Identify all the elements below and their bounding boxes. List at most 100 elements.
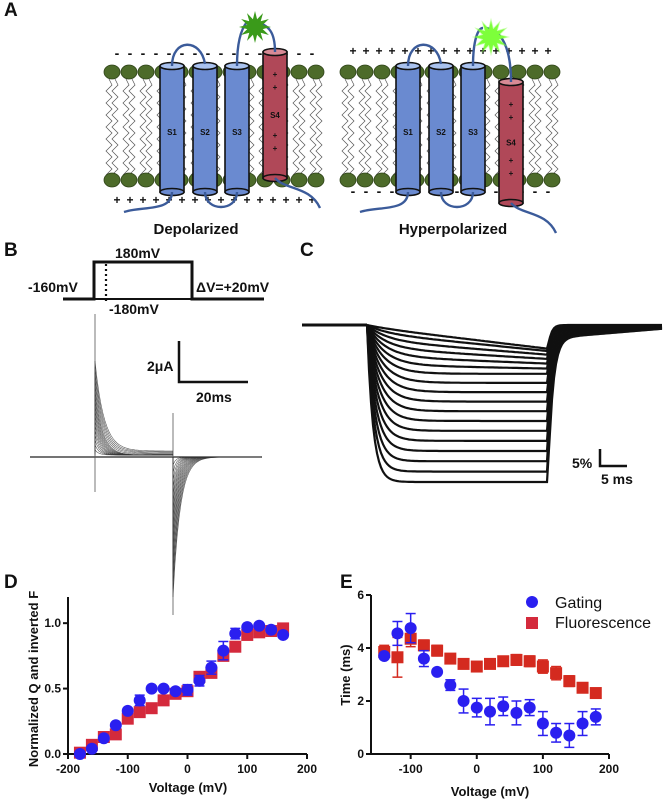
s4-charge: + bbox=[273, 144, 278, 153]
legend-gating-label: Gating bbox=[555, 595, 602, 612]
membrane-charge: + bbox=[505, 44, 512, 58]
membrane-charge: + bbox=[479, 44, 486, 58]
data-point-square bbox=[109, 728, 122, 741]
membrane-charge: + bbox=[282, 193, 289, 207]
lipid-tail bbox=[534, 78, 542, 176]
lipid-tail bbox=[545, 78, 553, 176]
data-point-circle bbox=[523, 701, 536, 714]
lipid-tail bbox=[528, 78, 536, 176]
data-point-square bbox=[550, 667, 563, 680]
data-point-circle bbox=[277, 628, 290, 641]
membrane-charge: + bbox=[440, 44, 447, 58]
chart-e-x-label: Voltage (mV) bbox=[451, 784, 530, 799]
data-point-square bbox=[536, 660, 549, 673]
data-point-circle bbox=[457, 695, 470, 707]
membrane-charge: + bbox=[349, 44, 356, 58]
data-point-circle bbox=[97, 732, 110, 745]
lipid-tail bbox=[128, 78, 136, 176]
data-point-circle bbox=[169, 685, 182, 698]
lipid-head bbox=[103, 172, 121, 188]
panel-b-letter: B bbox=[4, 240, 18, 261]
data-point-square bbox=[510, 653, 523, 666]
data-point-circle bbox=[205, 661, 218, 674]
membrane-charge: + bbox=[308, 193, 315, 207]
data-point-circle bbox=[229, 627, 242, 640]
n-terminus bbox=[359, 191, 410, 214]
membrane-charge: - bbox=[533, 183, 538, 199]
lipid-head bbox=[339, 172, 357, 188]
lipid-head bbox=[526, 64, 544, 80]
fluorophore-star-icon bbox=[475, 21, 507, 53]
data-point-square bbox=[457, 657, 470, 670]
x-tick-label: 100 bbox=[533, 762, 553, 776]
chart-e-y-label: Time (ms) bbox=[338, 644, 353, 705]
membrane-charge: + bbox=[492, 44, 499, 58]
helix-label: S4 bbox=[270, 111, 280, 120]
data-point-square bbox=[589, 687, 602, 700]
membrane-charge: + bbox=[295, 193, 302, 207]
membrane-charge: - bbox=[258, 45, 263, 61]
membrane-charge: - bbox=[364, 183, 369, 199]
membrane-charge: + bbox=[453, 44, 460, 58]
data-point-square bbox=[576, 681, 589, 694]
chart-e-marks bbox=[378, 612, 602, 749]
membrane-charge: - bbox=[455, 183, 460, 199]
lipid-head bbox=[137, 64, 155, 80]
helix-s4 bbox=[262, 51, 288, 179]
s4-charge: + bbox=[273, 70, 278, 79]
helix-label: S1 bbox=[403, 128, 413, 137]
legend-fluorescence-label: Fluorescence bbox=[555, 615, 651, 632]
helix-label: S3 bbox=[468, 128, 478, 137]
chart-d-marks bbox=[73, 619, 290, 760]
membrane-charge: - bbox=[115, 45, 120, 61]
membrane-charge: - bbox=[180, 45, 185, 61]
panel-e-letter: E bbox=[340, 572, 353, 593]
x-tick-label: 200 bbox=[599, 762, 619, 776]
lipid-tail bbox=[139, 78, 147, 176]
data-point-circle bbox=[470, 701, 483, 714]
data-point-circle bbox=[145, 682, 158, 695]
lipid-tail bbox=[315, 78, 323, 176]
data-point-square bbox=[497, 655, 510, 668]
membrane-charge: - bbox=[351, 183, 356, 199]
lipid-tail bbox=[341, 78, 349, 176]
membrane-charge: - bbox=[390, 183, 395, 199]
data-point-circle bbox=[241, 621, 254, 634]
lipid-head bbox=[120, 64, 138, 80]
membrane-charge: + bbox=[414, 44, 421, 58]
fluorophore-star-icon bbox=[239, 11, 271, 43]
x-tick-label: -100 bbox=[399, 762, 423, 776]
data-point-square bbox=[484, 657, 496, 670]
membrane-charge: - bbox=[206, 45, 211, 61]
data-point-square bbox=[145, 702, 158, 715]
s4-charge: + bbox=[509, 100, 514, 109]
data-point-circle bbox=[121, 704, 134, 717]
membrane-charge: + bbox=[388, 44, 395, 58]
helix-label: S2 bbox=[200, 128, 210, 137]
c-terminus bbox=[274, 177, 322, 209]
lipid-tail bbox=[551, 78, 559, 176]
membrane-charge: + bbox=[401, 44, 408, 58]
data-point-square bbox=[229, 640, 242, 653]
y-tick-label: 4 bbox=[357, 641, 364, 655]
membrane-charge: - bbox=[546, 183, 551, 199]
membrane-charge: - bbox=[310, 45, 315, 61]
lipid-head bbox=[492, 64, 510, 80]
membrane-charge: + bbox=[518, 44, 525, 58]
lipid-tail bbox=[292, 78, 300, 176]
lipid-head bbox=[373, 172, 391, 188]
panel-c-letter: C bbox=[300, 240, 314, 261]
c-terminus bbox=[510, 202, 558, 234]
helix-s1 bbox=[395, 65, 421, 193]
data-point-square bbox=[470, 660, 483, 673]
helix-label: S1 bbox=[167, 128, 177, 137]
x-tick-label: -200 bbox=[56, 762, 80, 776]
data-point-circle bbox=[73, 748, 86, 760]
data-point-circle bbox=[391, 627, 404, 640]
membrane-charge: - bbox=[297, 45, 302, 61]
membrane-charge: + bbox=[362, 44, 369, 58]
data-point-circle bbox=[217, 644, 230, 657]
membrane-charge: - bbox=[141, 45, 146, 61]
y-tick-label: 2 bbox=[357, 694, 364, 708]
